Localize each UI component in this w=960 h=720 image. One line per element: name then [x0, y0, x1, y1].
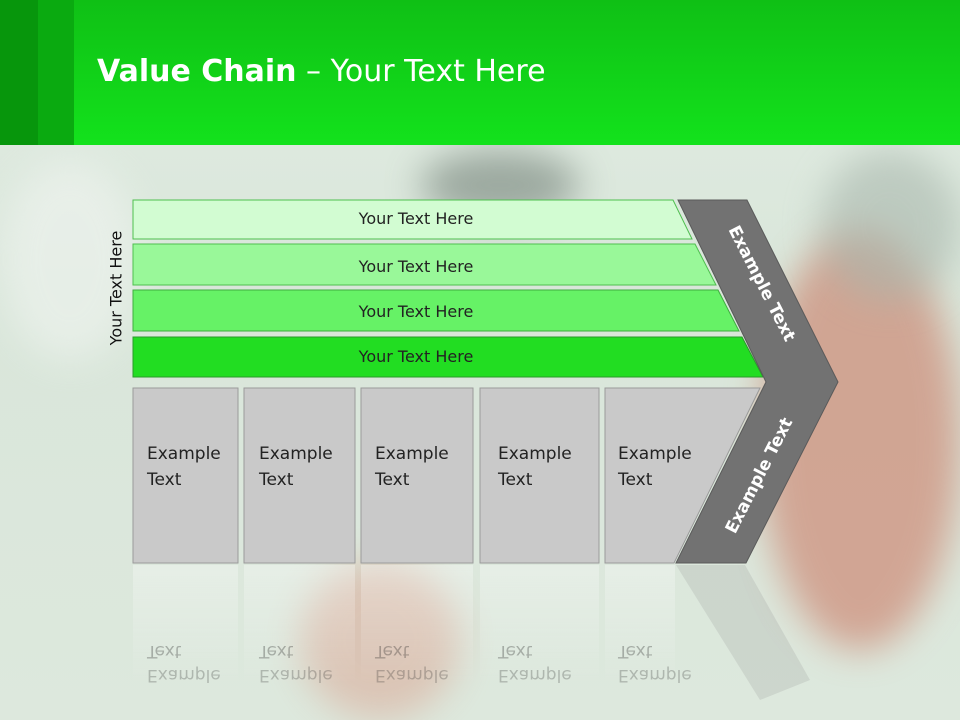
bar-1: [132, 199, 693, 240]
box-2-line2: Text: [258, 470, 294, 490]
header-accent-band: [38, 0, 74, 145]
box-1: [132, 387, 239, 564]
title-bold: Value Chain: [97, 54, 297, 89]
bar-1-label: Your Text Here: [358, 209, 474, 228]
reflection-text: Text: [258, 641, 294, 661]
box-4: [479, 387, 600, 564]
reflection-text: Text: [146, 641, 182, 661]
box-1-line1: Example: [147, 444, 221, 464]
reflection-text: Text: [497, 641, 533, 661]
header-accent-band: [0, 0, 38, 145]
background-blob: [820, 150, 960, 300]
bar-3-label: Your Text Here: [358, 302, 474, 321]
box-3-line1: Example: [375, 444, 449, 464]
reflection: Text Example Text Example Text Example T…: [133, 565, 810, 700]
box-group: Example Text Example Text Example Text E…: [132, 387, 761, 564]
bar-group: Your Text Here Your Text Here Your Text …: [132, 199, 764, 378]
bar-2: [132, 243, 717, 286]
reflection-text: Example: [498, 665, 572, 685]
reflection-text: Example: [259, 665, 333, 685]
box-2-line1: Example: [259, 444, 333, 464]
reflection-text: Text: [374, 641, 410, 661]
box-5-line1: Example: [618, 444, 692, 464]
title-rest: – Your Text Here: [296, 54, 546, 89]
bar-4-label: Your Text Here: [358, 347, 474, 366]
chevron-shape: [675, 199, 839, 564]
reflection-text: Example: [618, 665, 692, 685]
box-5-line2: Text: [617, 470, 653, 490]
bar-2-label: Your Text Here: [358, 257, 474, 276]
bar-3: [132, 289, 740, 332]
reflection-text: Example: [375, 665, 449, 685]
box-1-line2: Text: [146, 470, 182, 490]
box-5: [604, 387, 761, 564]
box-3-line2: Text: [374, 470, 410, 490]
reflection-text: Text: [617, 641, 653, 661]
header-bar: Value Chain – Your Text Here: [0, 0, 960, 145]
background-blob: [0, 160, 140, 360]
box-4-line1: Example: [498, 444, 572, 464]
slide-title: Value Chain – Your Text Here: [97, 54, 546, 89]
reflection-text: Example: [147, 665, 221, 685]
box-3: [360, 387, 474, 564]
box-4-line2: Text: [497, 470, 533, 490]
bar-4: [132, 336, 764, 378]
box-2: [243, 387, 356, 564]
